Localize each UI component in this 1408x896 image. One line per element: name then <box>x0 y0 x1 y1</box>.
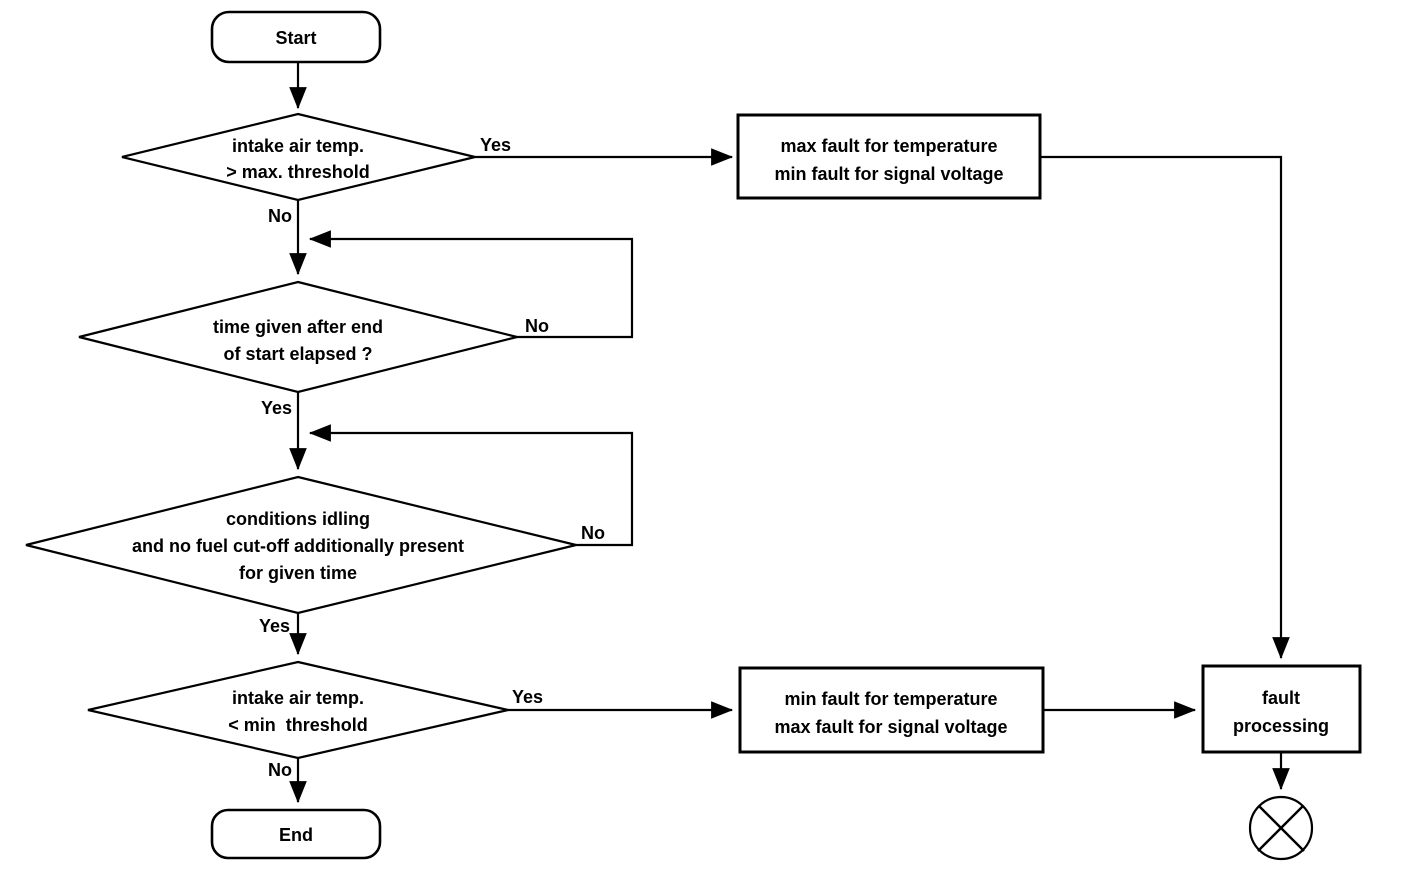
process-max-fault-line2: min fault for signal voltage <box>774 164 1003 184</box>
decision-time-elapsed-line2: of start elapsed ? <box>223 344 372 364</box>
edge-label-yes: Yes <box>480 135 511 155</box>
process-fault-processing-line2: processing <box>1233 716 1329 736</box>
edge-label-no: No <box>525 316 549 336</box>
decision-intake-temp-max-line1: intake air temp. <box>232 136 364 156</box>
process-max-fault-line1: max fault for temperature <box>780 136 997 156</box>
decision-intake-temp-min-shape <box>87 660 509 760</box>
process-fault-processing-line1: fault <box>1262 688 1300 708</box>
decision-conditions-idling: conditions idling and no fuel cut-off ad… <box>25 475 577 615</box>
end-node-label: End <box>279 825 313 845</box>
decision-intake-temp-max-line2: > max. threshold <box>226 162 370 182</box>
edge-label-yes: Yes <box>261 398 292 418</box>
process-min-fault-shape <box>738 666 1045 754</box>
connector-decision-time-no-loopback <box>308 230 634 339</box>
decision-intake-temp-min-line1: intake air temp. <box>232 688 364 708</box>
edge-label-yes: Yes <box>512 687 543 707</box>
process-min-fault: min fault for temperature max fault for … <box>738 666 1045 754</box>
connector-process-max-fault-to-fault-processing <box>1040 155 1290 660</box>
start-node-shape <box>210 10 382 64</box>
decision-time-elapsed: time given after end of start elapsed ? <box>78 280 518 394</box>
edge-label-yes: Yes <box>259 616 290 636</box>
process-fault-processing-shape <box>1201 664 1362 754</box>
terminator-x-stroke <box>1257 805 1304 852</box>
connector-decision-idling-no-loopback <box>308 424 634 547</box>
edge-label-no: No <box>268 206 292 226</box>
decision-conditions-idling-shape <box>25 475 577 615</box>
decision-intake-temp-max: intake air temp. > max. threshold <box>121 112 476 202</box>
process-fault-processing: fault processing <box>1201 664 1362 754</box>
decision-time-elapsed-line1: time given after end <box>213 317 383 337</box>
decision-conditions-idling-line1: conditions idling <box>226 509 370 529</box>
edge-label-no: No <box>268 760 292 780</box>
end-node-shape <box>210 808 382 860</box>
process-max-fault: max fault for temperature min fault for … <box>736 113 1042 200</box>
decision-conditions-idling-line2: and no fuel cut-off additionally present <box>132 536 464 556</box>
terminator-circle-x-icon <box>1248 795 1314 861</box>
decision-time-elapsed-shape <box>78 280 518 394</box>
decision-conditions-idling-line3: for given time <box>239 563 357 583</box>
decision-intake-temp-min-line2: < min threshold <box>228 715 368 735</box>
process-max-fault-shape <box>736 113 1042 200</box>
process-min-fault-line2: max fault for signal voltage <box>774 717 1007 737</box>
end-node: End <box>210 808 382 860</box>
start-node: Start <box>210 10 382 64</box>
decision-intake-temp-min: intake air temp. < min threshold <box>87 660 509 760</box>
start-node-label: Start <box>275 28 316 48</box>
decision-intake-temp-max-shape <box>121 112 476 202</box>
process-min-fault-line1: min fault for temperature <box>784 689 997 709</box>
edge-label-no: No <box>581 523 605 543</box>
